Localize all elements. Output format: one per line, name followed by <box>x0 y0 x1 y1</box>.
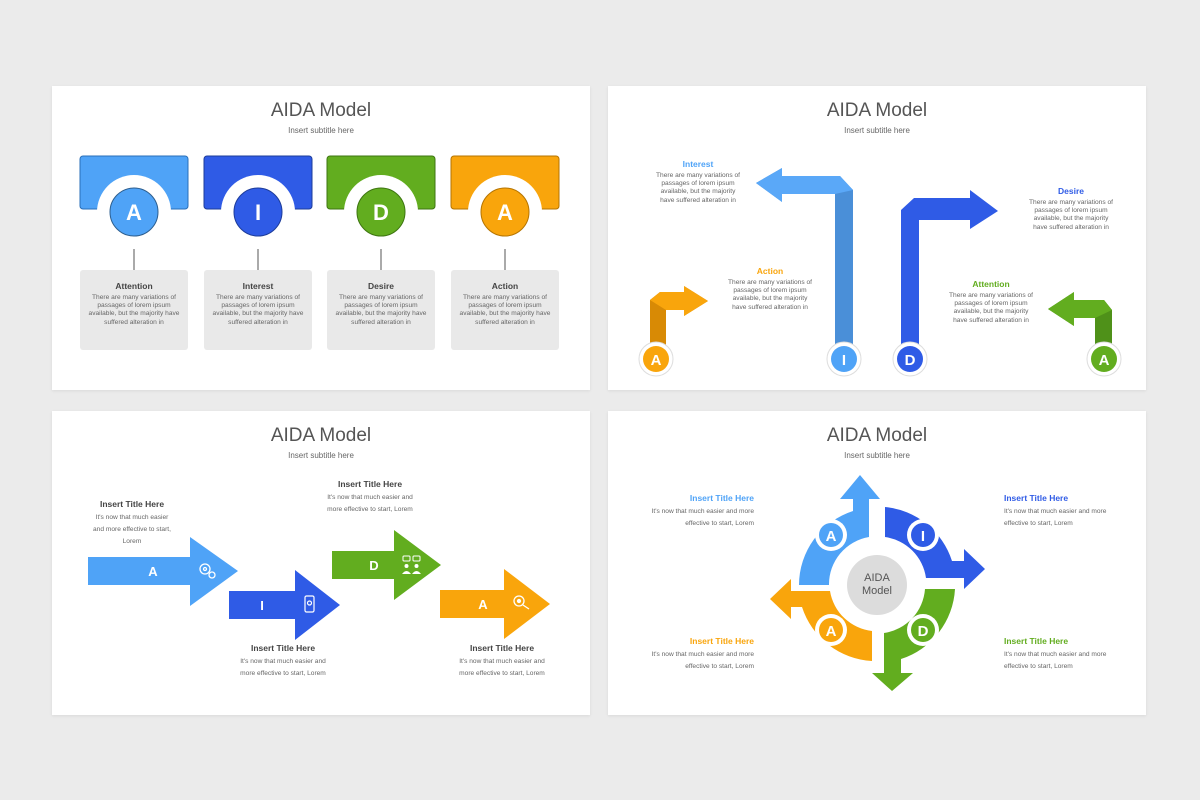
arrow2-body: It's now that much easier and more effec… <box>240 658 326 677</box>
attention-path-arrow <box>1048 292 1112 348</box>
column-action: A <box>450 155 560 270</box>
mobile-icon <box>304 595 315 613</box>
action-path-arrow <box>650 286 708 348</box>
column-interest: I <box>203 155 313 270</box>
letter-badge: A <box>126 200 142 225</box>
attention-title: Attention <box>972 279 1010 289</box>
badge-i-interest: I <box>826 341 862 377</box>
cycle-badge-i: I <box>907 519 939 551</box>
slide-title: AIDA Model <box>270 425 372 446</box>
slide-title: AIDA Model <box>826 425 928 446</box>
card-title: Desire <box>368 281 394 291</box>
cycle-item3-title: Insert Title Here <box>689 636 754 646</box>
card-title: Attention <box>115 281 153 291</box>
arrow2-title: Insert Title Here <box>250 643 316 653</box>
slide-subtitle: Insert subtitle here <box>288 451 354 460</box>
svg-text:I: I <box>260 598 264 613</box>
interest-body: There are many variations of passages of… <box>656 172 740 204</box>
svg-text:D: D <box>918 623 929 640</box>
svg-text:I: I <box>842 352 846 369</box>
cycle-item2-body: It's now that much easier and more effec… <box>1004 508 1107 527</box>
arrows-diagram: A I D <box>88 530 550 640</box>
slide-aida-cycle: AIDA Model Insert subtitle here AIDA Mod… <box>608 411 1146 715</box>
interest-title: Interest <box>682 159 714 169</box>
cycle-item1-title: Insert Title Here <box>689 493 754 503</box>
slide-title: AIDA Model <box>270 100 372 121</box>
arrow4-body: It's now that much easier and more effec… <box>459 658 545 677</box>
column-desire: D <box>326 155 436 270</box>
cycle-diagram: AIDA Model A I D A <box>770 475 985 691</box>
card-body: There are many variations of passages of… <box>335 294 427 326</box>
cycle-badge-a: A <box>815 519 847 551</box>
slide-aida-paths: AIDA Model Insert subtitle here A <box>608 86 1146 390</box>
cycle-item3-body: It's now that much easier and more effec… <box>651 651 754 670</box>
cycle-badge-d: D <box>907 614 939 646</box>
gears-icon <box>199 563 216 579</box>
arrow-desire: D <box>332 530 441 600</box>
slide-aida-arrows: AIDA Model Insert subtitle here A I D <box>52 411 590 715</box>
svg-text:I: I <box>921 528 925 545</box>
cycle-item4-body: It's now that much easier and more effec… <box>1004 651 1107 670</box>
action-title: Action <box>756 266 784 276</box>
card-body: There are many variations of passages of… <box>88 294 180 326</box>
arrow-action: A <box>440 569 550 639</box>
svg-text:A: A <box>651 352 662 369</box>
letter-badge: D <box>373 200 389 225</box>
desire-body: There are many variations of passages of… <box>1029 199 1113 231</box>
letter-badge: I <box>255 200 261 225</box>
arrow-attention: A <box>88 537 238 606</box>
arrow-interest: I <box>229 570 340 640</box>
card-attention: Attention There are many variations of p… <box>80 270 188 350</box>
svg-text:A: A <box>478 597 488 612</box>
card-body: There are many variations of passages of… <box>212 294 304 326</box>
svg-text:A: A <box>826 623 837 640</box>
slide-subtitle: Insert subtitle here <box>844 451 910 460</box>
center-label-line1: AIDA <box>864 572 890 584</box>
arrow3-title: Insert Title Here <box>337 479 403 489</box>
action-body: There are many variations of passages of… <box>728 279 812 311</box>
arrow3-body: It's now that much easier and more effec… <box>327 494 413 513</box>
arrow1-body: It's now that much easier and more effec… <box>93 514 171 545</box>
card-title: Interest <box>242 281 274 291</box>
arrow4-title: Insert Title Here <box>469 643 535 653</box>
card-desire: Desire There are many variations of pass… <box>327 270 435 350</box>
column-attention: A <box>79 155 189 270</box>
slide-title: AIDA Model <box>826 100 928 121</box>
desire-path-arrow <box>901 190 998 348</box>
svg-text:D: D <box>905 352 916 369</box>
card-body: There are many variations of passages of… <box>459 294 551 326</box>
letter-badge: A <box>497 200 513 225</box>
attention-body: There are many variations of passages of… <box>949 292 1033 324</box>
card-interest: Interest There are many variations of pa… <box>204 270 312 350</box>
card-action: Action There are many variations of pass… <box>451 270 559 350</box>
people-chat-icon <box>402 555 421 574</box>
interest-path-arrow <box>756 168 853 348</box>
arrow1-title: Insert Title Here <box>99 499 165 509</box>
cycle-item1-body: It's now that much easier and more effec… <box>651 508 754 527</box>
cycle-item2-title: Insert Title Here <box>1004 493 1069 503</box>
paths-diagram: A I D A <box>638 168 1122 377</box>
svg-text:A: A <box>826 528 837 545</box>
cycle-item4-title: Insert Title Here <box>1004 636 1069 646</box>
cards-diagram: A I D A <box>79 155 560 270</box>
center-label-line2: Model <box>862 585 892 597</box>
cycle-badge-a2: A <box>815 614 847 646</box>
slide-subtitle: Insert subtitle here <box>844 126 910 135</box>
slide-subtitle: Insert subtitle here <box>288 126 354 135</box>
desire-title: Desire <box>1058 186 1084 196</box>
badge-d-desire: D <box>892 341 928 377</box>
key-search-icon <box>513 595 530 610</box>
svg-text:D: D <box>369 558 378 573</box>
center-hub <box>847 555 907 615</box>
badge-a-attention: A <box>1086 341 1122 377</box>
badge-a-action: A <box>638 341 674 377</box>
svg-text:A: A <box>1099 352 1110 369</box>
card-title: Action <box>491 281 519 291</box>
slide-aida-cards: AIDA Model Insert subtitle here A I D <box>52 86 590 390</box>
svg-text:A: A <box>148 564 158 579</box>
